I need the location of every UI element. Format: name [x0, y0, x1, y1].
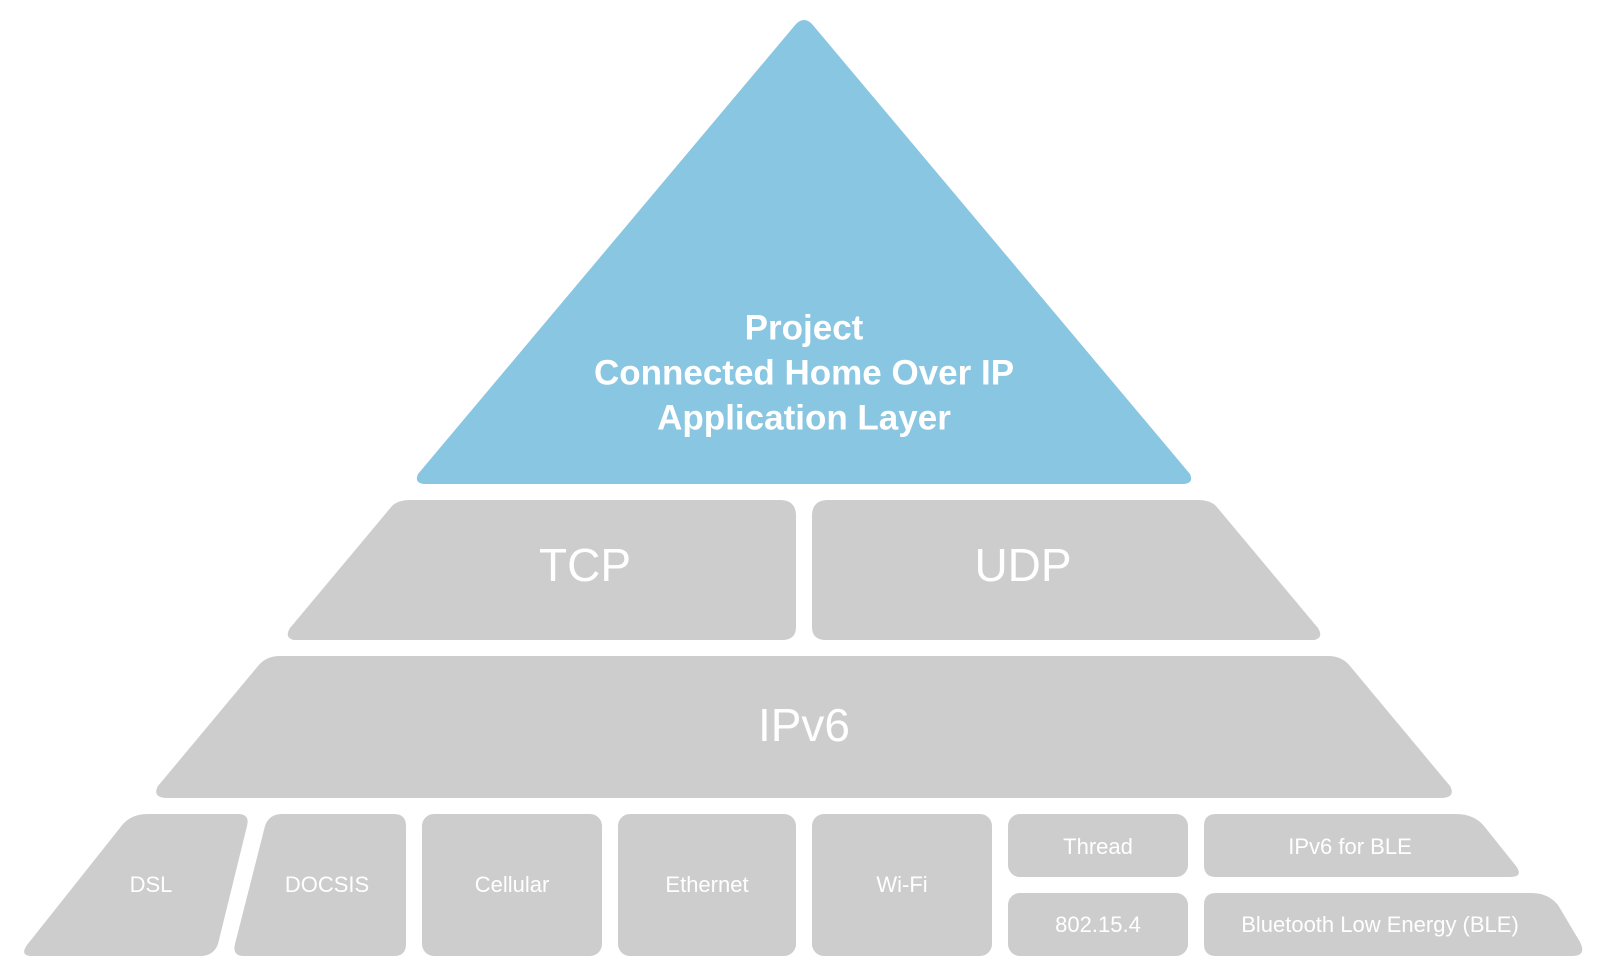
tcp-block: TCP	[287, 500, 796, 640]
ipv6-shape	[156, 656, 1452, 798]
application-layer-label-line2: Connected Home Over IP	[594, 353, 1014, 392]
application-layer-label-line1: Project	[745, 308, 864, 347]
wifi-label: Wi-Fi	[876, 872, 927, 897]
docsis-label: DOCSIS	[285, 872, 369, 897]
dsl-block: DSL	[24, 814, 248, 956]
udp-block: UDP	[812, 500, 1321, 640]
cellular-label: Cellular	[475, 872, 550, 897]
cellular-block: Cellular	[422, 814, 602, 956]
dsl-label: DSL	[130, 872, 173, 897]
wifi-shape	[812, 814, 992, 956]
application-layer-block: Project Connected Home Over IP Applicati…	[416, 20, 1192, 484]
udp-label: UDP	[974, 539, 1071, 591]
tcp-shape	[287, 500, 796, 640]
application-layer-triangle	[416, 20, 1192, 484]
ble-block: Bluetooth Low Energy (BLE)	[1204, 893, 1583, 956]
cellular-shape	[422, 814, 602, 956]
docsis-shape	[234, 814, 406, 956]
ieee-802-15-4-label: 802.15.4	[1055, 912, 1141, 937]
ethernet-label: Ethernet	[665, 872, 748, 897]
docsis-block: DOCSIS	[234, 814, 406, 956]
thread-block: Thread	[1008, 814, 1188, 877]
ipv6-label: IPv6	[758, 699, 850, 751]
ipv6-for-ble-block: IPv6 for BLE	[1204, 814, 1519, 877]
application-layer-label-line3: Application Layer	[657, 398, 951, 437]
thread-shape	[1008, 814, 1188, 877]
ble-shape	[1204, 893, 1583, 956]
ieee-802-15-4-shape	[1008, 893, 1188, 956]
wifi-block: Wi-Fi	[812, 814, 992, 956]
ieee-802-15-4-block: 802.15.4	[1008, 893, 1188, 956]
tcp-label: TCP	[539, 539, 631, 591]
ble-label: Bluetooth Low Energy (BLE)	[1241, 912, 1519, 937]
ipv6-for-ble-label: IPv6 for BLE	[1288, 834, 1412, 859]
ethernet-block: Ethernet	[618, 814, 796, 956]
ethernet-shape	[618, 814, 796, 956]
ipv6-for-ble-shape	[1204, 814, 1519, 877]
thread-label: Thread	[1063, 834, 1133, 859]
udp-shape	[812, 500, 1321, 640]
ipv6-block: IPv6	[156, 656, 1452, 798]
dsl-shape	[24, 814, 248, 956]
